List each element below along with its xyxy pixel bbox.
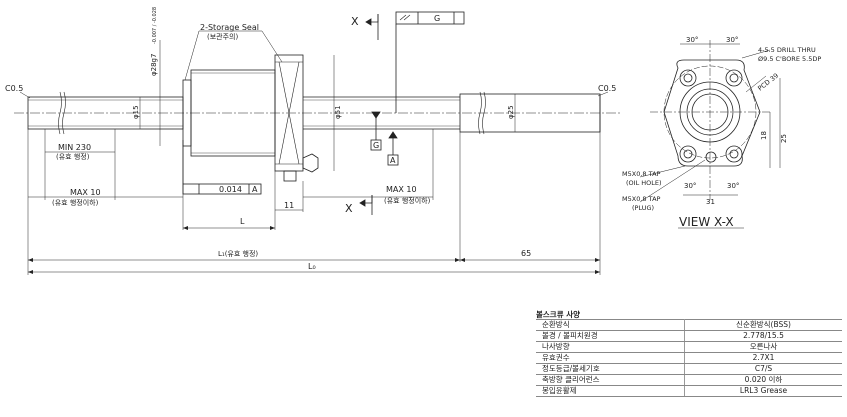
max-10-left-sub: (유효 행정이하) bbox=[52, 198, 99, 207]
tap-oil-label: M5X0.8 TAP bbox=[622, 170, 661, 178]
dim-30-a-label: 30° bbox=[684, 182, 696, 190]
pcd-label: PCD 39 bbox=[756, 72, 780, 93]
tap-plug-label: M5X0.8 TAP bbox=[622, 195, 661, 203]
tap-hole bbox=[705, 151, 717, 163]
mount-hole-br bbox=[725, 145, 743, 163]
pcd-circle bbox=[663, 65, 757, 159]
phi-shaft-left-label: φ15 bbox=[132, 105, 140, 119]
cbore-note: Ø9.5 C'BORE 5.5DP bbox=[758, 55, 821, 63]
tap-plug-sub: (PLUG) bbox=[632, 204, 654, 212]
dim-65-label: 65 bbox=[521, 249, 531, 258]
section-x-top-label: X bbox=[351, 15, 359, 28]
dim-l1-label: L₁(유효 행정) bbox=[218, 249, 258, 258]
spec-key: 순환방식 bbox=[536, 319, 685, 331]
storage-seal-label: 2-Storage Seal bbox=[200, 23, 259, 32]
spec-value: 2.7X1 bbox=[684, 352, 842, 364]
spec-key: 나사방향 bbox=[536, 341, 685, 353]
spec-key: 유효권수 bbox=[536, 352, 685, 364]
tolerance-datum: A bbox=[252, 185, 258, 194]
storage-seal-sub: (보관주의) bbox=[207, 32, 238, 41]
phi-flange-label: φ28g7 bbox=[150, 54, 158, 76]
spec-key: 볼경 / 볼피치원경 bbox=[536, 330, 685, 342]
spec-value: 오른나사 bbox=[684, 341, 842, 353]
view-xx bbox=[639, 40, 781, 229]
bore-circle bbox=[691, 93, 729, 131]
gdt-frame bbox=[395, 11, 465, 25]
mount-hole-tr bbox=[725, 69, 743, 87]
nut-outer-circle bbox=[679, 81, 741, 143]
min-230-label: MIN 230 bbox=[58, 143, 91, 152]
datum-g-triangle bbox=[371, 111, 381, 119]
datum-a-label: A bbox=[390, 156, 396, 165]
spec-key: 봉입윤활제 bbox=[536, 385, 685, 397]
spec-value: 0.020 이하 bbox=[684, 374, 842, 386]
datum-g-box bbox=[370, 139, 382, 151]
phi-nut-label: φ51 bbox=[334, 105, 342, 119]
flange-outline bbox=[663, 59, 761, 167]
spec-key: 정도등급/볼세기호 bbox=[536, 363, 685, 375]
dim-31-label: 31 bbox=[706, 198, 715, 206]
max-10-left-label: MAX 10 bbox=[70, 188, 101, 197]
max-10-right-sub: (유효 행정이하) bbox=[384, 196, 431, 205]
max-10-right-label: MAX 10 bbox=[386, 185, 417, 194]
spec-key: 축방향 클리어런스 bbox=[536, 374, 685, 386]
min-230-sub: (유효 행정) bbox=[56, 152, 90, 161]
dim-25-label: 25 bbox=[780, 134, 788, 143]
chamfer-right-label: C0.5 bbox=[598, 84, 616, 93]
spec-value: LRL3 Grease bbox=[684, 385, 842, 397]
view-angle-top-left: 30° bbox=[686, 36, 698, 44]
plug bbox=[283, 170, 297, 182]
dim-11-label: 11 bbox=[284, 201, 294, 210]
shaft-circle bbox=[686, 88, 734, 136]
drill-note: 4-5.5 DRILL THRU bbox=[758, 46, 816, 54]
dim-l-label: L bbox=[240, 217, 245, 226]
break-mark-right bbox=[478, 91, 486, 135]
dim-30-b-label: 30° bbox=[727, 182, 739, 190]
spec-value: 신순환방식(BSS) bbox=[684, 319, 842, 331]
spec-value: C7/S bbox=[684, 363, 842, 375]
chamfer-left-label: C0.5 bbox=[5, 84, 23, 93]
datum-a-triangle bbox=[388, 131, 398, 139]
tolerance-value: 0.014 bbox=[219, 185, 242, 194]
dim-l0-label: L₀ bbox=[308, 262, 316, 271]
spec-table-title: 볼스크류 사양 bbox=[536, 310, 581, 319]
mount-hole-bl bbox=[679, 145, 697, 163]
phi-shaft-right-label: φ25 bbox=[507, 105, 515, 119]
view-angle-top-right: 30° bbox=[726, 36, 738, 44]
view-xx-title: VIEW X-X bbox=[679, 215, 734, 229]
tap-oil-sub: (OIL HOLE) bbox=[626, 179, 662, 187]
datum-g-label: G bbox=[373, 141, 379, 150]
spec-value: 2.778/15.5 bbox=[684, 330, 842, 342]
datum-a-box bbox=[387, 154, 399, 166]
section-x-bottom-label: X bbox=[345, 202, 353, 215]
break-mark-left bbox=[58, 91, 66, 135]
dim-18-label: 18 bbox=[760, 131, 768, 140]
gdt-frame-datum: G bbox=[434, 14, 440, 23]
phi-flange-tol: -0.007 / -0.028 bbox=[152, 7, 158, 44]
oil-nipple bbox=[302, 153, 319, 173]
mount-hole-tl bbox=[679, 69, 697, 87]
